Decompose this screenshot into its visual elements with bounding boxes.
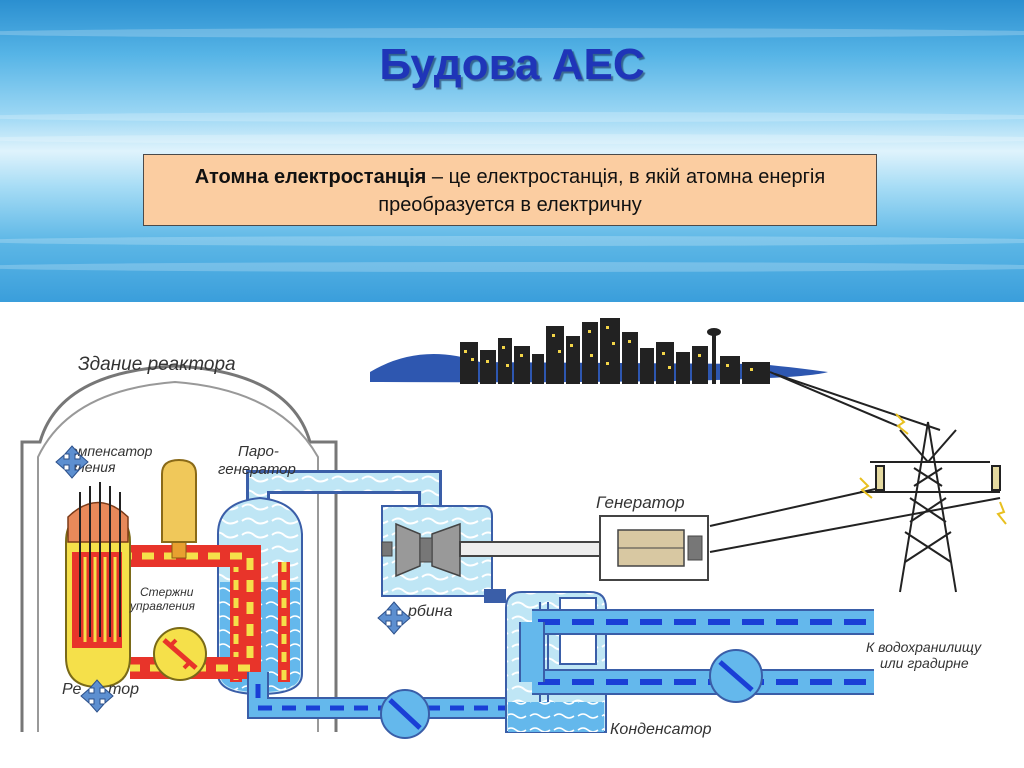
cooling-water-loop xyxy=(519,609,874,695)
definition-text: – це електростанція, в якій атомна енерг… xyxy=(378,166,826,216)
condensate-pump xyxy=(380,689,430,739)
label-reactor: Ре тор xyxy=(62,681,139,698)
label-generator: Генератор xyxy=(596,493,685,512)
primary-pump xyxy=(153,627,207,681)
reactor-vessel xyxy=(65,482,131,689)
pressure-compensator xyxy=(161,458,197,559)
cooling-water-pump xyxy=(709,649,763,703)
definition-term: Атомна електростанція xyxy=(194,166,427,188)
transmission-tower xyxy=(709,371,1007,593)
move-cross-icon[interactable] xyxy=(377,601,411,635)
label-steam-generator: Паро-генератор xyxy=(218,443,296,478)
label-turbine: рбина xyxy=(407,603,453,620)
page-title: Будова АЕС xyxy=(379,40,645,89)
label-reactor-building: Здание реактора xyxy=(78,354,236,375)
generator xyxy=(459,515,709,581)
definition-box: Атомна електростанція – це електростанці… xyxy=(143,154,877,226)
turbine xyxy=(381,505,493,597)
label-condenser: Конденсатор xyxy=(610,721,712,738)
title-banner xyxy=(0,0,1024,302)
steam-line xyxy=(246,470,442,512)
city-skyline xyxy=(370,318,828,384)
reactor-building xyxy=(20,364,338,732)
